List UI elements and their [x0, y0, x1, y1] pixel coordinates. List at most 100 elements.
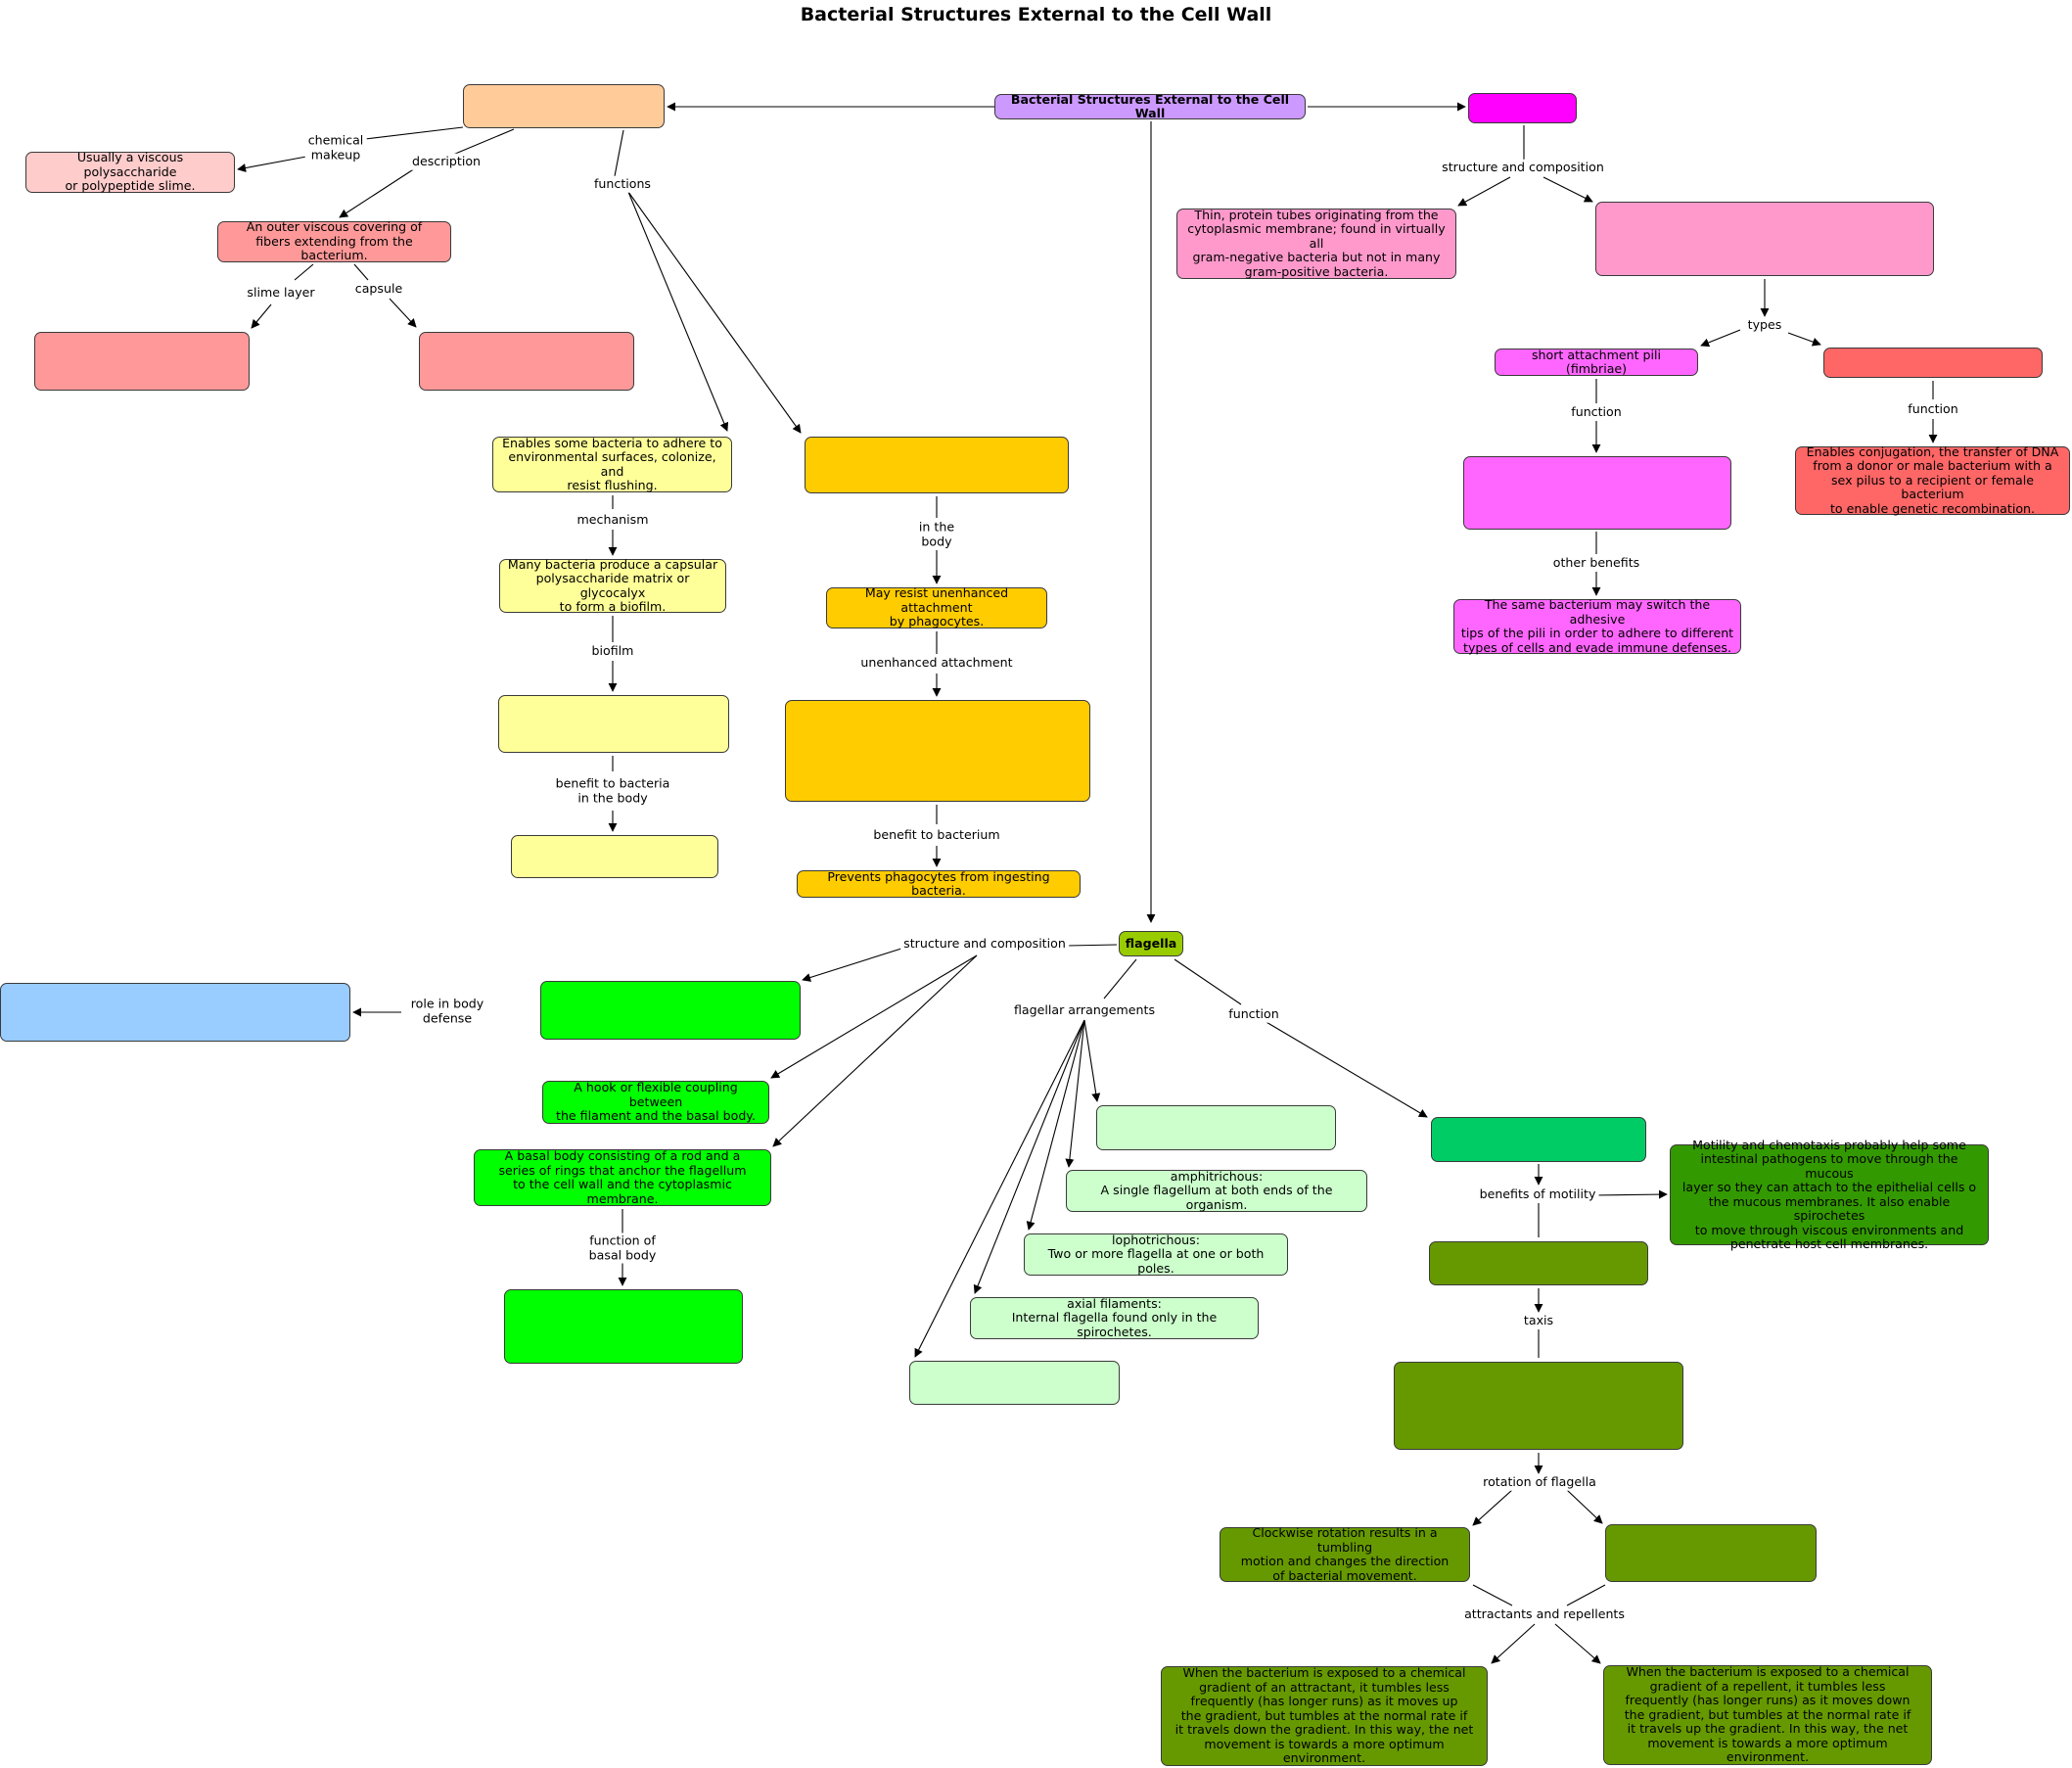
node-resist[interactable] [805, 437, 1069, 493]
node-adhere[interactable]: Enables some bacteria to adhere to envir… [492, 436, 732, 492]
link-label-function-sex: function [1905, 400, 1961, 418]
connector-line [294, 263, 314, 281]
link-label-benefit-bacteria-body: benefit to bacteria in the body [552, 775, 673, 807]
node-lopho[interactable]: lophotrichous: Two or more flagella at o… [1024, 1233, 1288, 1276]
node-flagella[interactable]: flagella [1119, 931, 1183, 956]
node-filament[interactable] [540, 981, 801, 1040]
node-unenh-box[interactable] [785, 700, 1090, 802]
node-pili-desc[interactable]: Thin, protein tubes originating from the… [1176, 208, 1456, 279]
node-switch[interactable]: The same bacterium may switch the adhesi… [1453, 597, 1741, 654]
connector-line [914, 1019, 1085, 1358]
link-label-types: types [1744, 316, 1785, 334]
link-label-description: description [408, 153, 484, 170]
link-label-functions: functions [590, 175, 655, 193]
connector-line [1700, 329, 1741, 348]
connector-line [973, 1019, 1085, 1294]
connector-line [1174, 958, 1242, 1005]
node-pili[interactable] [1468, 93, 1577, 123]
link-label-mechanism: mechanism [574, 511, 652, 529]
node-desc[interactable]: An outer viscous covering of fibers exte… [217, 220, 451, 262]
node-axial[interactable]: axial filaments: Internal flagella found… [970, 1296, 1259, 1339]
connector-line [251, 303, 272, 329]
connector-line [1066, 944, 1118, 947]
connector-line [237, 156, 307, 172]
node-basal[interactable]: A basal body consisting of a rod and a s… [474, 1148, 771, 1206]
link-label-structure-composition-flag: structure and composition [900, 935, 1069, 953]
connector-line [1472, 1584, 1513, 1606]
node-motility[interactable] [1431, 1117, 1646, 1162]
connector-line [772, 954, 978, 1147]
node-motility-benefit[interactable]: Motility and chemotaxis probably help so… [1670, 1138, 1989, 1251]
node-prevents[interactable]: Prevents phagocytes from ingesting bacte… [797, 869, 1081, 898]
link-label-attractants-repellents: attractants and repellents [1461, 1605, 1628, 1623]
diagram-title: Bacterial Structures External to the Cel… [800, 4, 1272, 25]
connector-line [1026, 1019, 1085, 1231]
node-arr2[interactable] [909, 1361, 1120, 1405]
link-label-other-benefits: other benefits [1549, 554, 1643, 572]
node-capsule[interactable] [419, 332, 634, 391]
link-label-biofilm: biofilm [588, 642, 637, 660]
connector-line [389, 298, 417, 328]
link-label-capsule: capsule [351, 280, 406, 298]
node-pili-box[interactable] [1595, 202, 1934, 276]
connector-line [627, 191, 802, 434]
node-short-func[interactable] [1463, 456, 1731, 530]
connector-line [1264, 1020, 1428, 1118]
node-slime[interactable] [34, 332, 250, 391]
connector-line [1566, 1584, 1606, 1606]
connector-line [627, 191, 729, 432]
node-taxis2[interactable] [1394, 1362, 1683, 1450]
link-label-function-basal: function of basal body [585, 1233, 660, 1264]
node-defense[interactable] [0, 983, 350, 1042]
connector-line [1554, 1623, 1601, 1664]
link-label-function-short: function [1568, 403, 1625, 421]
node-arr1[interactable] [1096, 1105, 1336, 1150]
node-glyco[interactable] [463, 84, 665, 128]
link-label-structure-composition-pili: structure and composition [1439, 159, 1607, 176]
link-label-flagellar-arrangements: flagellar arrangements [1010, 1001, 1159, 1019]
connector-line [1787, 332, 1821, 347]
connector-line [447, 128, 515, 158]
connector-line [614, 129, 624, 177]
connector-line [1472, 1489, 1513, 1526]
node-chem[interactable]: Usually a viscous polysaccharide or poly… [25, 151, 235, 193]
node-ccw[interactable] [1605, 1524, 1817, 1582]
node-repel[interactable]: When the bacterium is exposed to a chemi… [1603, 1665, 1932, 1765]
connector-line [1103, 958, 1137, 1000]
connector-line [364, 126, 464, 140]
node-sex-pili[interactable] [1823, 348, 2043, 378]
node-clockwise[interactable]: Clockwise rotation results in a tumbling… [1220, 1525, 1470, 1582]
node-biofilm-box[interactable] [498, 695, 729, 753]
connector-line [1542, 176, 1593, 203]
link-label-benefit-bacterium: benefit to bacterium [870, 826, 1003, 844]
node-biofilm-mech[interactable]: Many bacteria produce a capsular polysac… [499, 557, 726, 614]
link-label-chemical-makeup: chemical makeup [304, 132, 367, 163]
node-amphi[interactable]: amphitrichous: A single flagellum at bot… [1066, 1169, 1367, 1212]
link-label-role-body-defense: role in body defense [407, 996, 487, 1027]
connector-line [1065, 1019, 1085, 1168]
node-attract[interactable]: When the bacterium is exposed to a chemi… [1161, 1666, 1488, 1766]
node-hook[interactable]: A hook or flexible coupling between the … [542, 1081, 769, 1124]
link-label-taxis: taxis [1520, 1312, 1557, 1329]
link-label-function-flag: function [1225, 1005, 1282, 1023]
node-unenh[interactable]: May resist unenhanced attachment by phag… [826, 586, 1047, 628]
node-sex-func[interactable]: Enables conjugation, the transfer of DNA… [1795, 444, 2070, 516]
connector-line [802, 947, 905, 982]
link-label-unenhanced-attachment: unenhanced attachment [857, 654, 1016, 672]
link-label-rotation-flagella: rotation of flagella [1480, 1473, 1599, 1491]
link-label-in-the-body: in the body [915, 519, 958, 550]
node-short-pili[interactable]: short attachment pili (fimbriae) [1495, 348, 1698, 376]
connector-line [1491, 1623, 1536, 1664]
node-biofilm-benefit[interactable] [511, 835, 718, 878]
node-basal-func[interactable] [504, 1289, 743, 1364]
connector-line [353, 263, 369, 281]
link-label-slime-layer: slime layer [244, 284, 318, 302]
connector-line [1566, 1489, 1603, 1524]
connector-line [1457, 176, 1511, 207]
connector-line [1591, 1189, 1668, 1199]
connector-line [339, 167, 416, 218]
node-taxis1[interactable] [1429, 1241, 1648, 1285]
node-root[interactable]: Bacterial Structures External to the Cel… [994, 92, 1306, 120]
link-label-benefits-motility: benefits of motility [1476, 1186, 1599, 1203]
